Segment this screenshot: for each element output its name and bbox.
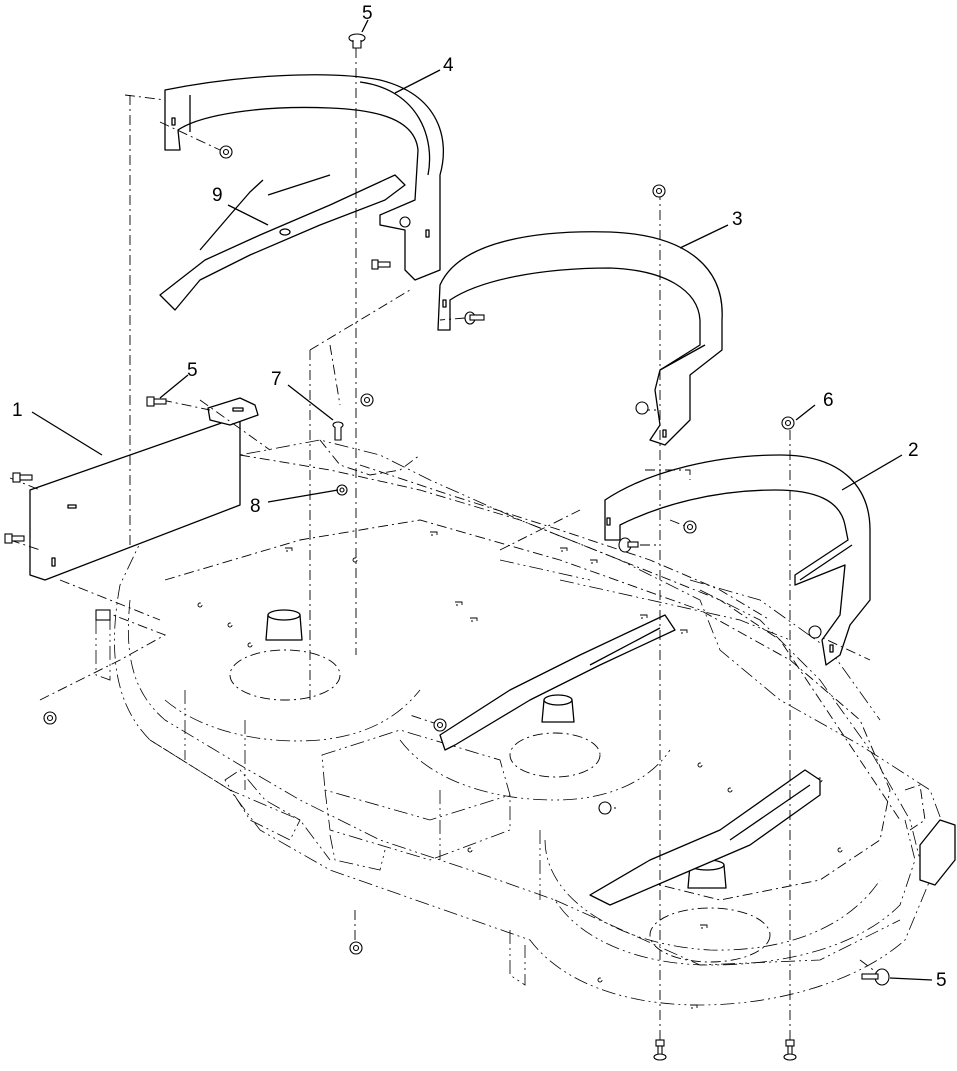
nut-icon [399, 216, 411, 228]
nut-icon [652, 184, 666, 198]
callout-labels: 1 2 3 4 5 5 5 6 7 8 9 [12, 3, 947, 991]
carriage-bolt-icon [348, 33, 366, 49]
carriage-bolt-icon [618, 537, 639, 553]
bolt-icon [464, 311, 485, 325]
callout-2: 2 [908, 440, 919, 461]
part-3-blade-guard [437, 231, 723, 446]
part-2-blade-guard [604, 454, 871, 666]
callout-3: 3 [732, 209, 743, 230]
bolt-icon [371, 259, 391, 270]
part-4-blade-guard [164, 74, 445, 281]
carriage-bolt-icon [861, 968, 890, 986]
bolt-icon [4, 533, 25, 544]
callout-7: 7 [271, 369, 282, 390]
nut-icon [683, 520, 697, 534]
nut-icon [598, 801, 612, 815]
pivot-bracket [95, 609, 111, 681]
deck-holes [197, 531, 843, 1009]
nut-icon [808, 625, 822, 639]
callout-5-top: 5 [362, 3, 373, 24]
callout-5-left: 5 [187, 360, 198, 381]
part-1-side-plate [29, 397, 259, 581]
blade-center [439, 614, 676, 751]
callout-8: 8 [250, 496, 261, 517]
nut-icon [360, 393, 374, 407]
nut-icon [219, 145, 233, 159]
bolt-icon [12, 472, 33, 483]
part-9-blade [159, 174, 406, 311]
bolt-icon [653, 1039, 667, 1061]
alignment-lines [9, 48, 881, 1050]
callout-4: 4 [443, 55, 454, 76]
spindle-left [265, 609, 303, 641]
callout-1: 1 [12, 400, 23, 421]
mower-deck [114, 439, 946, 1009]
bolt-icon [332, 421, 344, 441]
nut-icon [43, 711, 57, 725]
callout-5-bottom: 5 [936, 970, 947, 991]
spindle-center [541, 694, 575, 723]
nut-icon [349, 941, 363, 955]
bolt-icon [146, 396, 167, 407]
rear-bracket [904, 784, 956, 886]
callout-9: 9 [212, 185, 223, 206]
callout-6: 6 [823, 390, 834, 411]
nut-icon [336, 484, 348, 496]
blade-right [589, 769, 821, 906]
nut-icon [433, 718, 447, 732]
nut-icon [781, 416, 795, 430]
leader-lines [31, 19, 933, 981]
hardware [4, 33, 956, 1061]
nut-icon [635, 401, 649, 415]
bolt-icon [783, 1039, 797, 1061]
